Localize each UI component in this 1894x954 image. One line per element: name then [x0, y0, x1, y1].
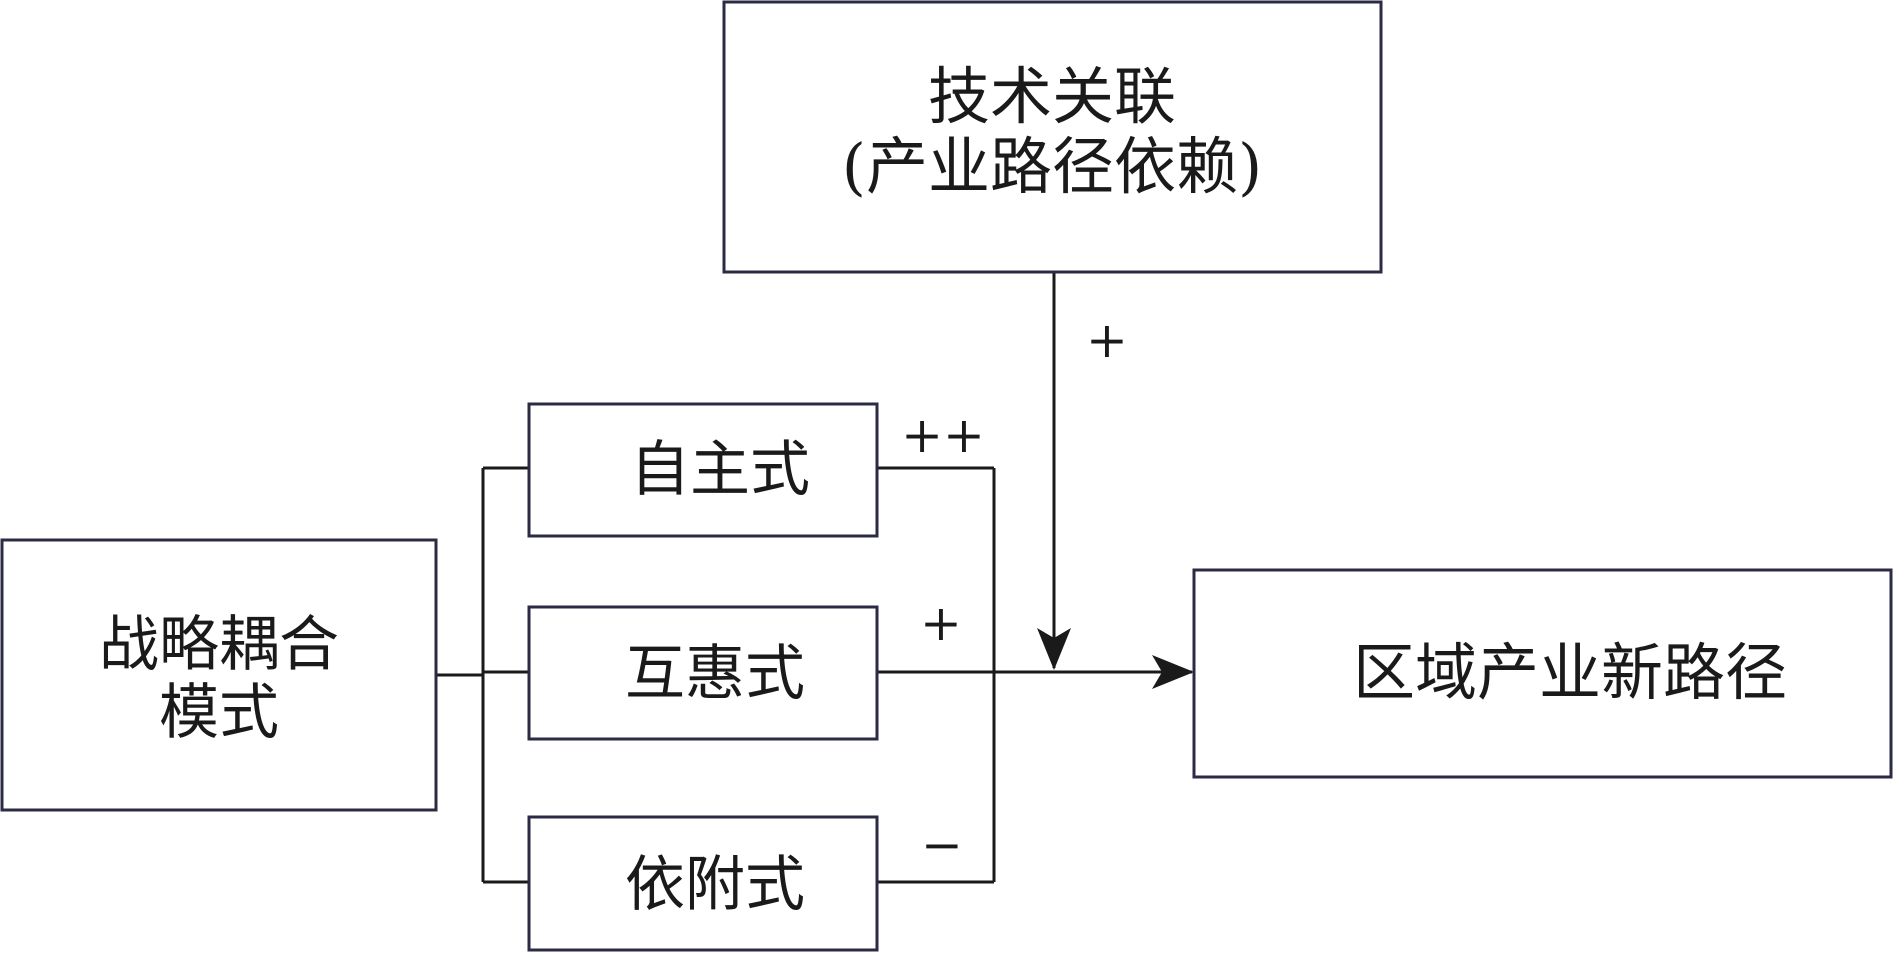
autonomous-effect-sign: ++	[901, 406, 985, 464]
tech-label-line1: 技术关联	[928, 60, 1176, 133]
autonomous-box	[527, 402, 879, 538]
target-node: 区域产业新路径	[1192, 568, 1893, 779]
target-label: 区域产业新路径	[1353, 636, 1787, 709]
reciprocal-label: 互惠式	[625, 639, 805, 709]
reciprocal-box	[527, 605, 879, 741]
target-box	[1192, 568, 1893, 779]
dependent-node: 依附式	[527, 815, 879, 952]
strategy-label-line1: 战略耦合	[99, 610, 339, 680]
tech-effect-sign: +	[1086, 311, 1128, 369]
tech-node: 技术关联 (产业路径依赖)	[722, 0, 1383, 274]
autonomous-label: 自主式	[630, 435, 810, 505]
connectors	[436, 272, 1194, 884]
strategy-node: 战略耦合 模式	[0, 538, 438, 812]
strategy-box	[0, 538, 438, 812]
tech-label-line2: (产业路径依赖)	[842, 130, 1262, 203]
reciprocal-effect-sign: +	[920, 594, 962, 652]
dependent-box	[527, 815, 879, 952]
autonomous-node: 自主式	[527, 402, 879, 538]
tech-box	[722, 0, 1383, 274]
effect-signs: + ++ + −	[901, 311, 1128, 874]
dependent-effect-sign: −	[921, 816, 963, 874]
dependent-label: 依附式	[625, 850, 805, 920]
reciprocal-node: 互惠式	[527, 605, 879, 741]
strategy-label-line2: 模式	[159, 678, 279, 748]
